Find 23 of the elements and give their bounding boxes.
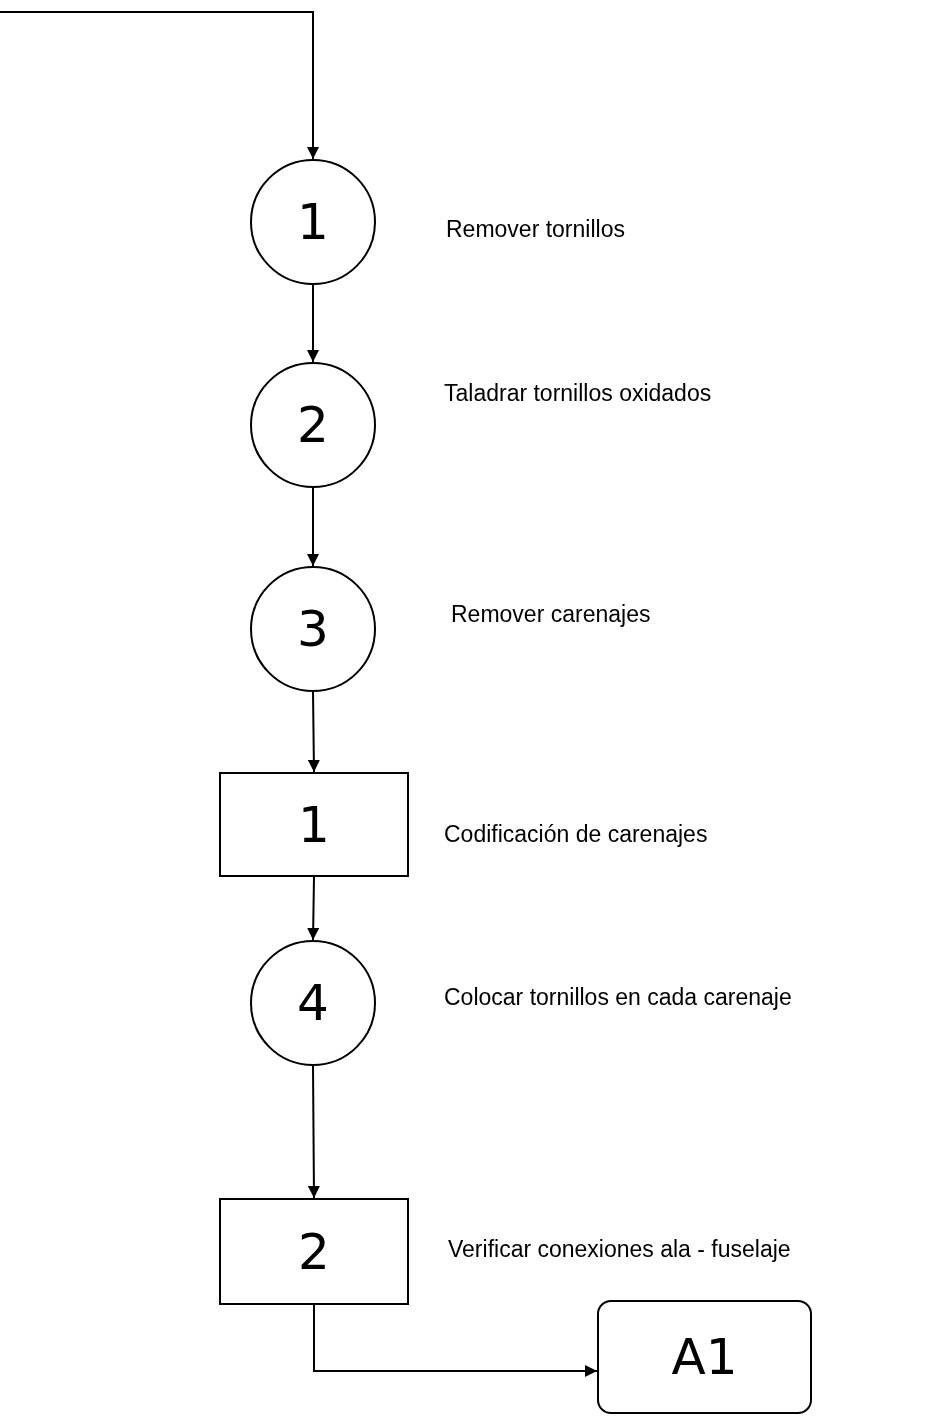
- step-description: Codificación de carenajes: [444, 821, 708, 849]
- arrow: [313, 1304, 598, 1377]
- step-description: Remover carenajes: [451, 601, 651, 629]
- step-number: 1: [297, 197, 329, 247]
- arrow: [307, 1065, 320, 1199]
- inspection-box: [219, 1198, 409, 1305]
- arrow: [307, 691, 320, 773]
- step-description: Verificar conexiones ala - fuselaje: [448, 1236, 791, 1264]
- step-number: 4: [297, 978, 329, 1028]
- step-description: Remover tornillos: [446, 216, 625, 244]
- step-number: 2: [297, 400, 329, 450]
- arrow: [307, 487, 319, 567]
- arrow: [0, 11, 319, 160]
- arrow: [307, 284, 319, 363]
- step-number: 2: [298, 1226, 330, 1277]
- step-number: 3: [297, 604, 329, 654]
- step-description: Colocar tornillos en cada carenaje: [444, 984, 792, 1012]
- step-number: A1: [671, 1332, 738, 1382]
- arrow: [307, 876, 320, 941]
- connector-box: [597, 1300, 812, 1414]
- inspection-box: [219, 772, 409, 877]
- step-number: 1: [298, 799, 330, 850]
- step-description: Taladrar tornillos oxidados: [444, 380, 712, 408]
